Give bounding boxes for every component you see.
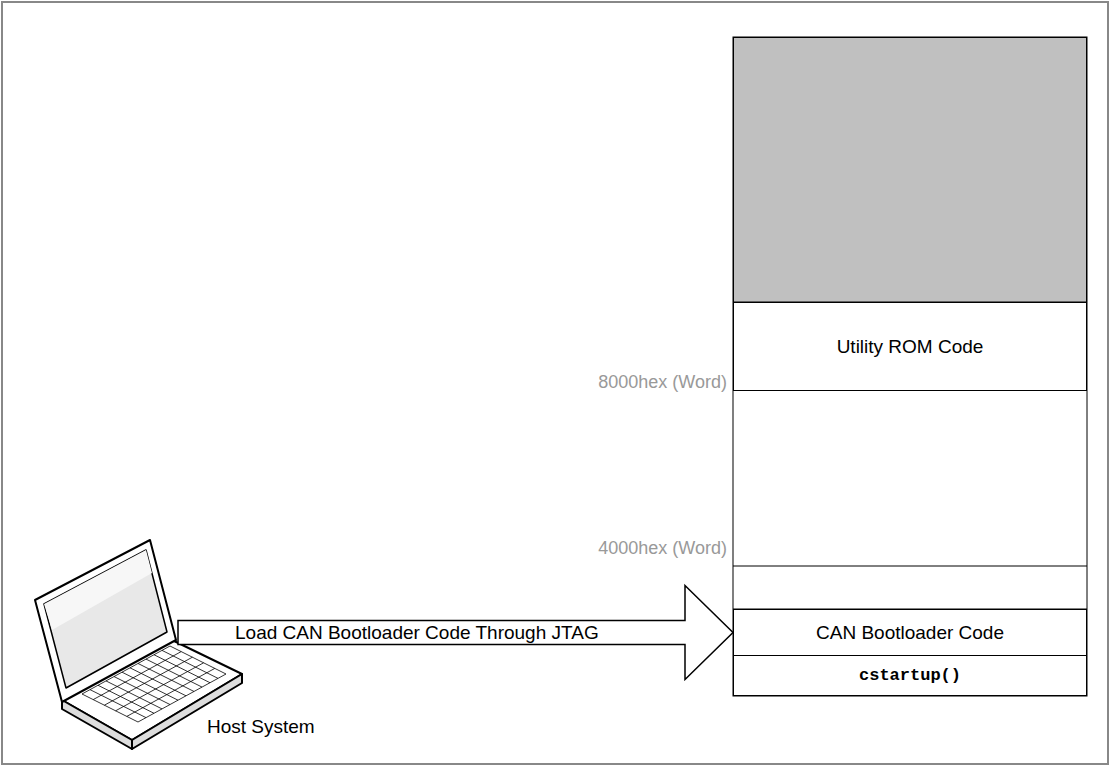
device-label: Host System — [207, 716, 315, 738]
host-computer: Host System — [33, 540, 178, 740]
key-column — [114, 677, 170, 705]
key-column — [106, 681, 162, 709]
key-row — [138, 674, 226, 722]
screen-glare — [44, 550, 152, 630]
reserved-region — [734, 38, 1087, 303]
memory-region: Utility ROM Code — [733, 302, 1087, 391]
key-column — [146, 659, 202, 687]
block-arrow — [178, 586, 733, 680]
key-row — [116, 663, 204, 711]
arrow-label: Load CAN Bootloader Code Through JTAG — [233, 623, 601, 643]
key-column — [154, 655, 210, 683]
laptop-screen — [44, 550, 167, 688]
memory-region: cstartup() — [733, 655, 1087, 696]
key-column — [130, 668, 186, 696]
address-label: 4000hex (Word) — [598, 538, 727, 559]
key-column — [98, 685, 154, 713]
memory-map — [733, 37, 1087, 696]
key-column — [138, 663, 194, 691]
key-column — [90, 690, 146, 718]
laptop-lid — [35, 540, 176, 702]
address-label: 8000hex (Word) — [598, 372, 727, 393]
region-label: CAN Bootloader Code — [816, 622, 1004, 644]
region-label: Utility ROM Code — [837, 336, 984, 358]
region-label: cstartup() — [859, 666, 961, 685]
key-row — [127, 668, 215, 716]
key-column — [170, 646, 226, 674]
memory-region: CAN Bootloader Code — [733, 609, 1087, 656]
region-divider — [733, 566, 1087, 567]
key-column — [162, 650, 218, 678]
key-column — [122, 672, 178, 700]
key-column — [82, 694, 138, 722]
